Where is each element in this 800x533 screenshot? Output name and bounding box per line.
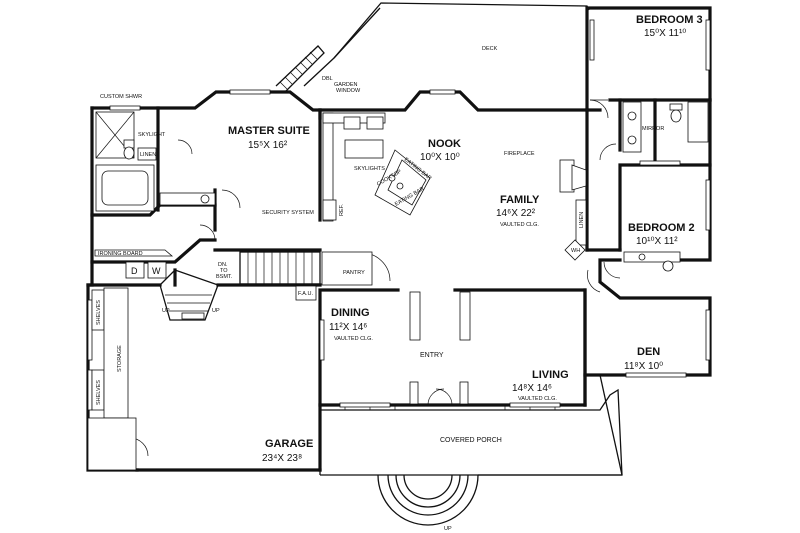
master-name: MASTER SUITE [228,125,310,137]
up-1-label: UP [162,308,170,314]
fau-label: F.A.U. [298,291,313,297]
linen-hall-label: LINEN [579,212,585,228]
nook-dim: 10⁰X 10⁰ [420,152,460,163]
dining-note: VAULTED CLG. [334,336,373,342]
main-stairs [239,251,321,285]
windows [87,19,711,411]
garden-window-1: DBL [322,76,333,82]
living-name: LIVING [532,369,569,381]
walls [86,6,712,472]
dn-bsmt-3: BSMT. [216,274,233,280]
dryer-label: D [131,266,138,276]
family-dim: 14⁶X 22² [496,208,536,219]
storage-label: STORAGE [117,345,123,372]
security-system-label: SECURITY SYSTEM [262,210,314,216]
up-2-label: UP [212,308,220,314]
dn-bsmt-2: TO [220,268,228,274]
covered-porch-label: COVERED PORCH [440,437,502,444]
shelves-1-label: SHELVES [96,300,102,325]
garage-dim: 23⁴X 23⁸ [262,453,302,464]
garden-window-3: WINDOW [336,88,361,94]
master-dim: 15⁵X 16² [248,140,288,151]
covered-porch [319,374,623,526]
skylights-label: SKYLIGHTS [354,166,385,172]
dining-dim: 11²X 14⁶ [329,322,367,333]
washer-label: W [152,266,161,276]
family-name: FAMILY [500,194,540,206]
pantry-label: PANTRY [343,270,365,276]
linen-master-label: LINEN [140,152,156,158]
mirror-label: MIRROR [642,126,664,132]
garage-stairs [159,269,219,321]
garden-window-2: GARDEN [334,82,358,88]
den-dim: 11⁸X 10⁰ [624,361,663,372]
skylight-label: SKYLIGHT [138,132,166,138]
bedroom2-name: BEDROOM 2 [628,222,695,234]
den-name: DEN [637,346,660,358]
nook-name: NOOK [428,138,461,150]
bedroom3-dim: 15⁰X 11¹⁰ [644,28,686,39]
family-note: VAULTED CLG. [500,222,539,228]
bedroom3-name: BEDROOM 3 [636,14,703,26]
custom-shwr-label: CUSTOM SHWR [100,94,142,100]
living-dim: 14⁸X 14⁶ [512,383,552,394]
up-3-label: UP [444,526,452,532]
ironing-board-label: IRONING BOARD [98,251,143,257]
ref-label: REF. [339,204,345,216]
living-note: VAULTED CLG. [518,396,557,402]
fireplace-label: FIREPLACE [504,151,535,157]
dn-bsmt-1: DN. [218,262,228,268]
fixtures [87,101,709,471]
room-labels: BEDROOM 3 15⁰X 11¹⁰ MASTER SUITE 15⁵X 16… [228,14,703,464]
garage-name: GARAGE [265,438,313,450]
deck-stairs [275,45,325,93]
deck-label: DECK [482,46,498,52]
entry-label: ENTRY [420,352,444,359]
shelves-2-label: SHELVES [96,380,102,405]
dining-name: DINING [331,307,370,319]
bedroom2-dim: 10¹⁰X 11² [636,236,678,247]
wh-label: WH [571,248,580,254]
